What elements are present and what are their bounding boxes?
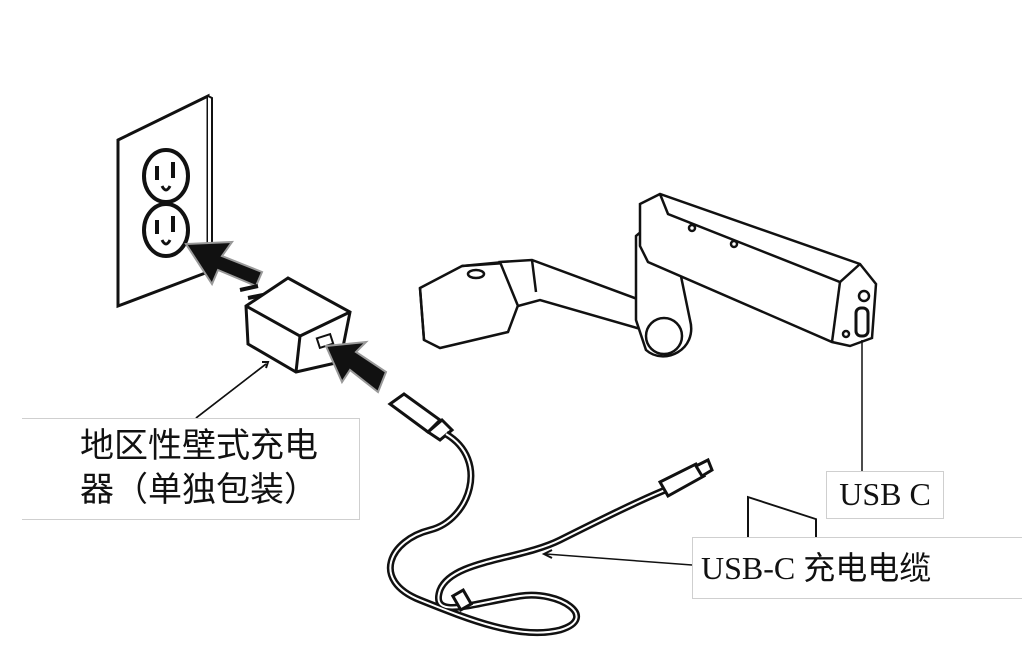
wall-charger xyxy=(239,276,352,374)
wall-charger-label-line1: 地区性壁式充电 xyxy=(80,428,318,465)
wall-outlet xyxy=(116,93,213,309)
wall-charger-label: 地区性壁式充电 器（单独包装） xyxy=(22,418,360,520)
leader-lines xyxy=(195,340,863,566)
socket-upper xyxy=(142,148,190,204)
arrow-to-outlet xyxy=(184,240,264,288)
usb-c-cable-label: USB-C 充电电缆 xyxy=(692,537,1022,599)
cable-leader-line xyxy=(545,553,693,566)
socket-lower xyxy=(142,202,190,258)
wall-charger-label-line2: 器（单独包装） xyxy=(80,472,318,509)
usb-c-cable xyxy=(386,392,714,637)
arrow-to-charger xyxy=(324,340,388,394)
usb-c-port-label: USB C xyxy=(826,471,944,519)
document-camera xyxy=(418,192,878,565)
